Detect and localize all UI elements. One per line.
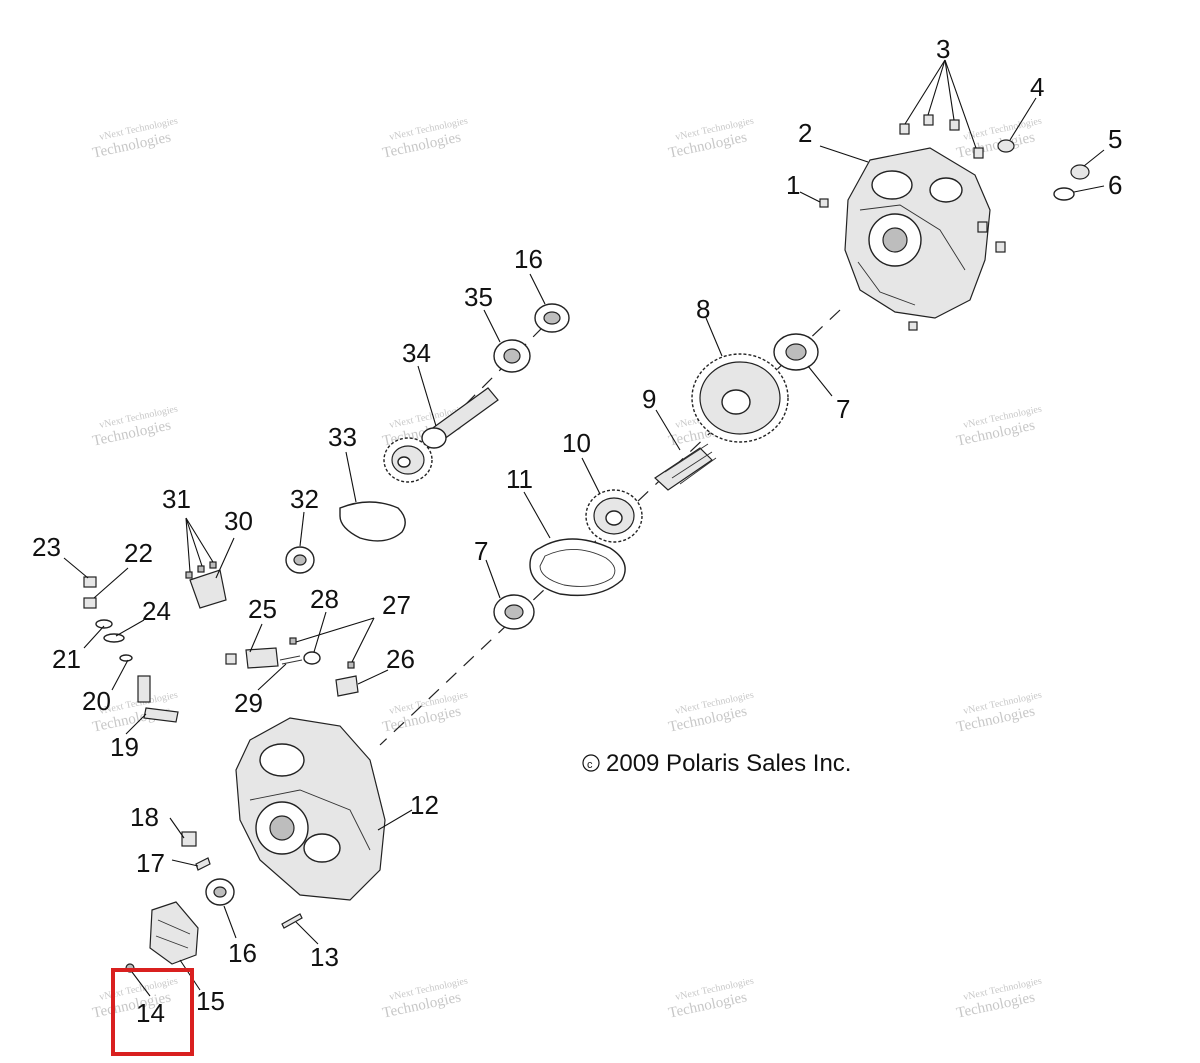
leader-lines	[63, 59, 1105, 997]
callout-29: 29	[234, 688, 263, 718]
copyright-symbol: c	[587, 759, 593, 771]
part-1-dowel	[819, 198, 829, 208]
callout-4: 4	[1030, 72, 1044, 102]
callout-23: 23	[32, 532, 61, 562]
part-16-bearing-upper	[534, 303, 570, 333]
highlight-box-14	[111, 968, 194, 1056]
callout-9: 9	[642, 384, 656, 414]
part-13-pin	[281, 913, 303, 929]
callout-33: 33	[328, 422, 357, 452]
callout-numbers: 3 4 2 5 6 1 16 35 8 34 7 9 33 10 11 31 3…	[32, 34, 1122, 1028]
callout-19: 19	[110, 732, 139, 762]
part-5-plug	[1070, 164, 1090, 180]
callout-1: 1	[786, 170, 800, 200]
copyright-text: 2009 Polaris Sales Inc.	[606, 750, 851, 777]
callout-16-lower: 16	[228, 938, 257, 968]
part-15-cover	[149, 901, 199, 965]
parts-21-24-shift-stack	[83, 576, 179, 723]
callout-16-upper: 16	[514, 244, 543, 274]
callout-6: 6	[1108, 170, 1122, 200]
part-33-sprocket	[383, 437, 433, 483]
callout-8: 8	[696, 294, 710, 324]
part-8-large-gear	[691, 353, 789, 443]
callout-22: 22	[124, 538, 153, 568]
part-31-screws	[185, 561, 217, 579]
callout-17: 17	[136, 848, 165, 878]
part-11-chain	[529, 538, 626, 597]
callout-5: 5	[1108, 124, 1122, 154]
callout-12: 12	[410, 790, 439, 820]
callout-32: 32	[290, 484, 319, 514]
parts-25-29-shift-fork	[225, 637, 321, 669]
callout-7-upper: 7	[836, 394, 850, 424]
part-1-dowel-lower	[908, 321, 918, 331]
callout-21: 21	[52, 644, 81, 674]
part-2-cover-housing	[844, 147, 991, 319]
callout-14: 14	[136, 998, 165, 1028]
part-30-bracket	[189, 569, 227, 609]
parts-26-27-detent	[335, 661, 359, 697]
callout-31: 31	[162, 484, 191, 514]
part-10-gear	[585, 489, 643, 543]
callout-15: 15	[196, 986, 225, 1016]
callout-13: 13	[310, 942, 339, 972]
callout-10: 10	[562, 428, 591, 458]
callout-27: 27	[382, 590, 411, 620]
callout-35: 35	[464, 282, 493, 312]
part-34-output-shaft	[421, 387, 499, 449]
part-7-bearing-upper	[773, 333, 819, 371]
callout-26: 26	[386, 644, 415, 674]
callout-34: 34	[402, 338, 431, 368]
part-16-seal-lower	[205, 878, 235, 906]
part-17-screw	[195, 857, 211, 871]
callout-7-lower: 7	[474, 536, 488, 566]
part-35-bearing	[493, 339, 531, 373]
callout-28: 28	[310, 584, 339, 614]
callout-11: 11	[506, 464, 533, 494]
part-4-washer	[997, 139, 1015, 153]
callout-2: 2	[798, 118, 812, 148]
callout-18: 18	[130, 802, 159, 832]
callout-3: 3	[936, 34, 950, 64]
part-33-chain	[339, 501, 406, 542]
part-12-main-case	[235, 717, 386, 901]
callout-24: 24	[142, 596, 171, 626]
callout-25: 25	[248, 594, 277, 624]
copyright-notice: c 2009 Polaris Sales Inc.	[582, 750, 851, 777]
callout-20: 20	[82, 686, 111, 716]
part-18-plug	[181, 831, 197, 847]
part-9-shaft	[654, 443, 717, 491]
part-32-bearing	[285, 546, 315, 574]
part-7-bearing-lower	[493, 594, 535, 630]
callout-30: 30	[224, 506, 253, 536]
part-6-oring	[1053, 187, 1075, 201]
